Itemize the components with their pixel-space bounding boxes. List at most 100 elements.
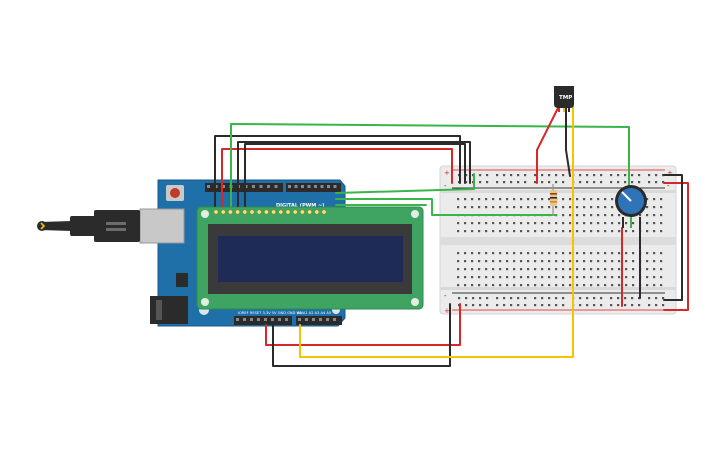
- breadboard-hole: [600, 174, 603, 177]
- breadboard-hole: [478, 252, 481, 255]
- breadboard-hole: [492, 268, 495, 271]
- breadboard-hole: [527, 206, 530, 209]
- breadboard-hole: [485, 230, 488, 233]
- breadboard-hole: [611, 260, 614, 263]
- breadboard-hole: [496, 181, 499, 184]
- lcd-pin: [213, 209, 219, 215]
- wire-black-2[interactable]: [237, 141, 471, 207]
- breadboard-hole: [541, 206, 544, 209]
- breadboard-hole: [583, 222, 586, 225]
- breadboard-hole: [562, 276, 565, 279]
- breadboard-hole: [653, 214, 656, 217]
- breadboard-hole: [597, 260, 600, 263]
- breadboard-hole: [597, 222, 600, 225]
- breadboard-hole: [520, 276, 523, 279]
- breadboard-hole: [471, 198, 474, 201]
- wire-red-2[interactable]: [265, 303, 461, 346]
- wire-black-6[interactable]: [663, 174, 683, 301]
- breadboard-hole: [597, 284, 600, 287]
- breadboard-hole: [548, 206, 551, 209]
- breadboard-hole: [510, 181, 513, 184]
- breadboard-hole: [478, 284, 481, 287]
- potentiometer[interactable]: [615, 185, 647, 228]
- wire-green-1[interactable]: [230, 123, 630, 207]
- temperature-sensor[interactable]: TMP: [554, 86, 574, 112]
- resistor[interactable]: [550, 184, 557, 216]
- lcd-16x2[interactable]: [196, 206, 424, 310]
- breadboard-hole: [611, 252, 614, 255]
- breadboard-hole: [653, 268, 656, 271]
- breadboard-hole: [464, 198, 467, 201]
- wire-red-1[interactable]: [221, 148, 453, 207]
- breadboard-hole: [576, 268, 579, 271]
- breadboard-hole: [562, 174, 565, 177]
- breadboard-hole: [548, 181, 551, 184]
- wire-black-3[interactable]: [244, 143, 466, 207]
- breadboard-hole: [646, 284, 649, 287]
- breadboard-hole: [625, 284, 628, 287]
- breadboard-hole: [541, 260, 544, 263]
- wire-green-3[interactable]: [335, 198, 557, 216]
- breadboard-hole: [611, 214, 614, 217]
- breadboard-hole: [653, 206, 656, 209]
- breadboard-hole: [513, 252, 516, 255]
- reset-button-icon[interactable]: [166, 185, 184, 201]
- breadboard-hole: [610, 174, 613, 177]
- breadboard-hole: [496, 304, 499, 307]
- header-pin: [333, 318, 336, 321]
- breadboard-hole: [534, 206, 537, 209]
- wire-black-5[interactable]: [565, 105, 571, 177]
- breadboard-hole: [527, 260, 530, 263]
- lcd-pin-header[interactable]: [213, 209, 327, 215]
- breadboard-hole: [590, 214, 593, 217]
- breadboard-hole: [576, 260, 579, 263]
- breadboard-hole: [617, 181, 620, 184]
- breadboard-holes[interactable]: [457, 174, 665, 307]
- header-pin: [301, 185, 304, 188]
- breadboard-hole: [569, 198, 572, 201]
- breadboard-hole: [548, 260, 551, 263]
- breadboard-hole: [458, 297, 461, 300]
- breadboard-hole: [604, 206, 607, 209]
- breadboard-hole: [471, 252, 474, 255]
- breadboard-hole: [562, 230, 565, 233]
- breadboard-hole: [534, 222, 537, 225]
- breadboard-hole: [618, 230, 621, 233]
- breadboard-hole: [583, 230, 586, 233]
- breadboard-hole: [597, 268, 600, 271]
- wire-red-4[interactable]: [663, 182, 689, 311]
- wire-black-4[interactable]: [272, 303, 451, 367]
- breadboard-hole: [660, 230, 663, 233]
- usb-connector-icon[interactable]: [37, 210, 140, 242]
- analog-header-label: A0 A1 A2 A3 A4 A5: [297, 311, 331, 315]
- breadboard-hole: [517, 181, 520, 184]
- wires: [214, 105, 689, 367]
- breadboard-hole: [541, 198, 544, 201]
- breadboard-hole: [618, 214, 621, 217]
- breadboard-hole: [555, 181, 558, 184]
- breadboard-hole: [555, 206, 558, 209]
- wire-red-3[interactable]: [536, 105, 560, 184]
- breadboard-hole: [492, 252, 495, 255]
- breadboard-hole: [569, 230, 572, 233]
- breadboard-hole: [624, 181, 627, 184]
- breadboard-hole: [590, 284, 593, 287]
- breadboard-hole: [597, 252, 600, 255]
- lcd-pin: [235, 209, 240, 215]
- breadboard-hole: [499, 198, 502, 201]
- lcd-pin: [228, 209, 233, 215]
- breadboard-hole: [492, 284, 495, 287]
- breadboard-hole: [534, 174, 537, 177]
- breadboard-hole: [597, 276, 600, 279]
- breadboard-hole: [610, 181, 613, 184]
- breadboard-hole: [503, 181, 506, 184]
- breadboard-hole: [496, 297, 499, 300]
- wire-black-1[interactable]: [214, 135, 461, 207]
- breadboard-hole: [632, 268, 635, 271]
- header-pin: [326, 318, 329, 321]
- wire-green-2[interactable]: [335, 173, 475, 194]
- breadboard-hole: [604, 260, 607, 263]
- wire-yellow-1[interactable]: [299, 105, 574, 358]
- breadboard-hole: [660, 260, 663, 263]
